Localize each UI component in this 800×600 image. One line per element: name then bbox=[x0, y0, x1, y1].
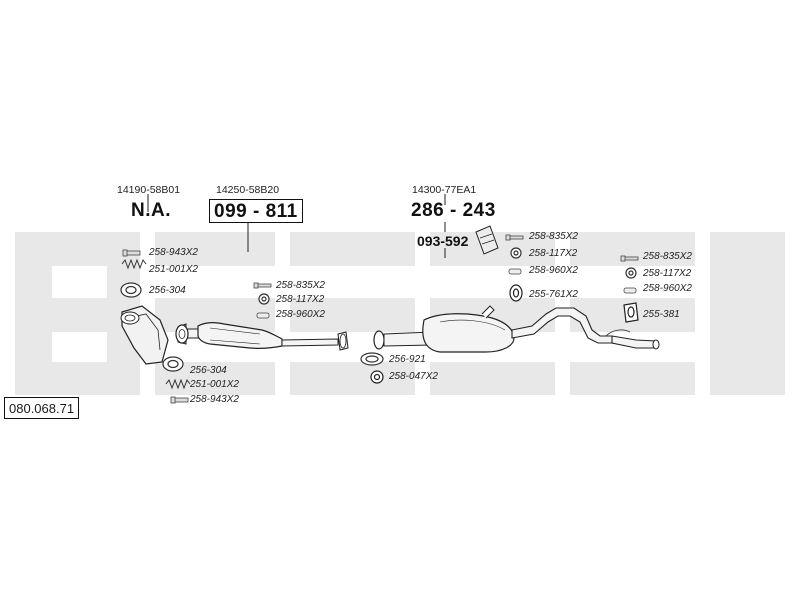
gasket-icon bbox=[120, 282, 384, 372]
fitting-label: 258-960X2 bbox=[643, 283, 692, 294]
fitting-label: 256-921 bbox=[389, 354, 426, 365]
fitting-label: 258-117X2 bbox=[643, 268, 692, 279]
fitting-label: 256-304 bbox=[149, 285, 186, 296]
clamp-icon bbox=[370, 284, 523, 384]
fitting-label: 258-943X2 bbox=[149, 247, 198, 258]
fitting-label: 258-960X2 bbox=[529, 265, 578, 276]
oe-number-label: 14250-58B20 bbox=[216, 184, 280, 196]
part-number-label: 286 - 243 bbox=[411, 200, 496, 221]
fitting-label: 258-117X2 bbox=[529, 248, 578, 259]
part-number-label: N.A. bbox=[131, 200, 171, 221]
catalog-number: 080.068.71 bbox=[4, 397, 80, 419]
bolt-icon bbox=[122, 249, 189, 404]
hanger-part-number: 093-592 bbox=[417, 233, 469, 249]
centre-silencer bbox=[373, 305, 515, 353]
fitting-label: 258-117X2 bbox=[276, 294, 325, 305]
part-number-boxed: 099 - 811 bbox=[209, 199, 303, 223]
front-flange bbox=[175, 324, 189, 344]
fitting-label: 258-943X2 bbox=[190, 394, 239, 405]
fitting-label: 255-381 bbox=[643, 309, 680, 320]
front-pipe bbox=[177, 322, 349, 351]
hanger-icon bbox=[623, 302, 639, 323]
fitting-label: 251-001X2 bbox=[190, 379, 239, 390]
fitting-label: 251-001X2 bbox=[149, 264, 198, 275]
sleeve-icon bbox=[256, 268, 637, 319]
fitting-label: 258-835X2 bbox=[276, 280, 325, 291]
rubber-mount-icon bbox=[475, 225, 499, 255]
fitting-label: 258-835X2 bbox=[529, 231, 578, 242]
oe-number-label: 14300-77EA1 bbox=[412, 184, 477, 196]
fitting-label: 258-960X2 bbox=[276, 309, 325, 320]
fitting-label: 255-761X2 bbox=[529, 289, 578, 300]
rear-pipe bbox=[511, 307, 660, 350]
washer-icon bbox=[258, 247, 637, 305]
spring-icon bbox=[121, 258, 191, 390]
bolt-icon bbox=[253, 234, 639, 289]
catalytic-converter bbox=[120, 305, 169, 365]
fitting-label: 258-047X2 bbox=[389, 371, 438, 382]
fitting-label: 258-835X2 bbox=[643, 251, 692, 262]
oe-number-label: 14190-58B01 bbox=[117, 184, 181, 196]
fitting-label: 256-304 bbox=[190, 365, 227, 376]
